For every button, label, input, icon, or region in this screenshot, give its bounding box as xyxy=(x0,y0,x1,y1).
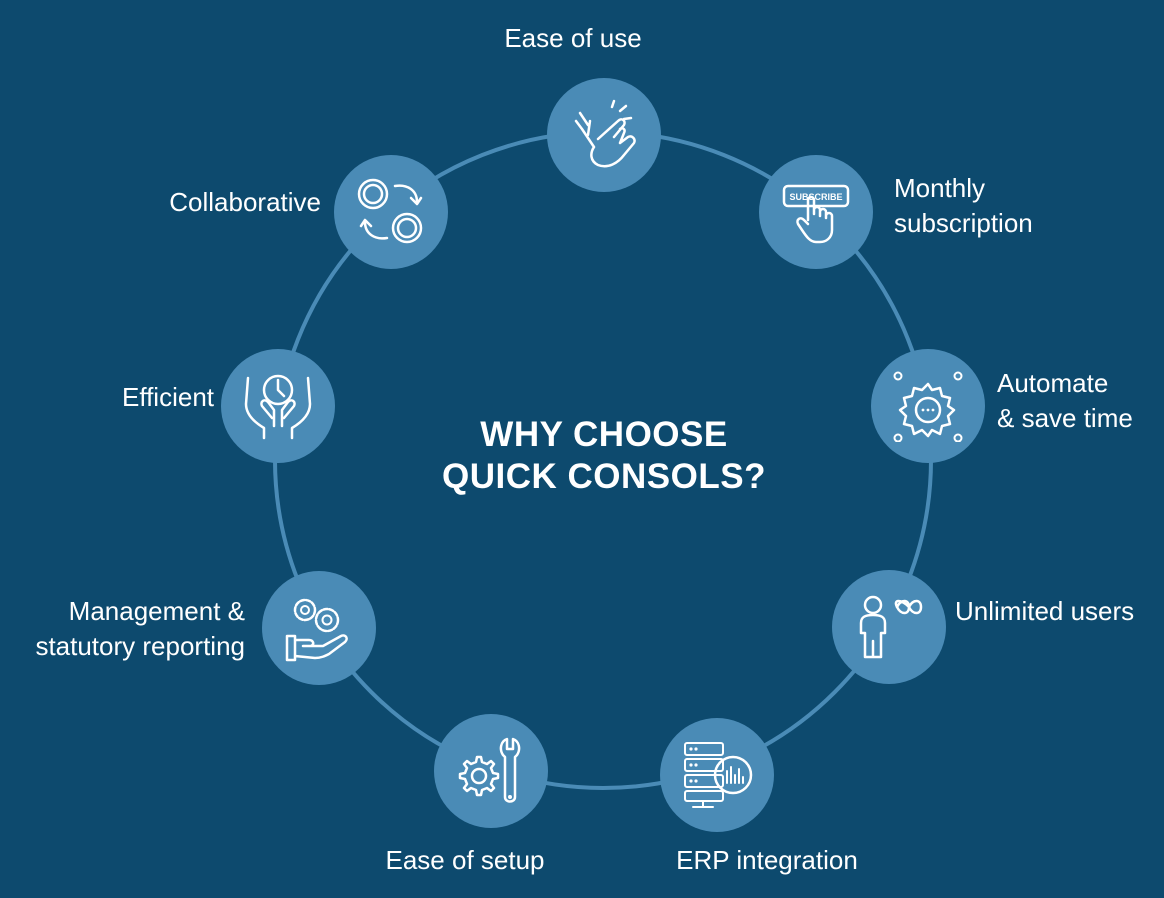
node-management-reporting xyxy=(262,571,376,685)
title-line-1: WHY CHOOSE xyxy=(480,415,728,454)
node-efficient xyxy=(221,349,335,463)
subscribe-button-icon: SUBSCRIBE xyxy=(782,184,850,244)
title-line-2: QUICK CONSOLS? xyxy=(442,457,766,496)
node-unlimited-users xyxy=(832,570,946,684)
label-erp-integration: ERP integration xyxy=(676,845,858,875)
label-ease-of-use: Ease of use xyxy=(504,23,642,53)
label-efficient: Efficient xyxy=(121,382,214,412)
label-automate: Automate & save time xyxy=(997,368,1133,433)
gear-network-icon xyxy=(893,371,963,442)
user-infinity-icon xyxy=(859,595,923,659)
label-ease-of-setup: Ease of setup xyxy=(385,845,545,875)
diagram-title: WHY CHOOSE QUICK CONSOLS? xyxy=(404,414,804,498)
node-collaborative xyxy=(334,155,448,269)
node-ease-of-setup xyxy=(434,714,548,828)
node-ease-of-use xyxy=(547,78,661,192)
hand-snap-icon xyxy=(574,99,636,168)
gear-wrench-icon xyxy=(458,737,521,803)
node-erp-integration xyxy=(660,718,774,832)
label-monthly-subscription: Monthly subscription xyxy=(894,173,1033,238)
node-monthly-subscription: SUBSCRIBE xyxy=(759,155,873,269)
node-automate xyxy=(871,349,985,463)
hands-clock-icon xyxy=(244,374,312,440)
subscribe-badge-text: SUBSCRIBE xyxy=(789,192,842,202)
coins-exchange-icon xyxy=(357,178,423,244)
server-analytics-icon xyxy=(684,742,753,808)
label-collaborative: Collaborative xyxy=(169,187,321,217)
hand-gears-icon xyxy=(285,598,348,662)
label-unlimited-users: Unlimited users xyxy=(955,596,1135,626)
label-management-reporting: Management & statutory reporting xyxy=(35,596,245,661)
